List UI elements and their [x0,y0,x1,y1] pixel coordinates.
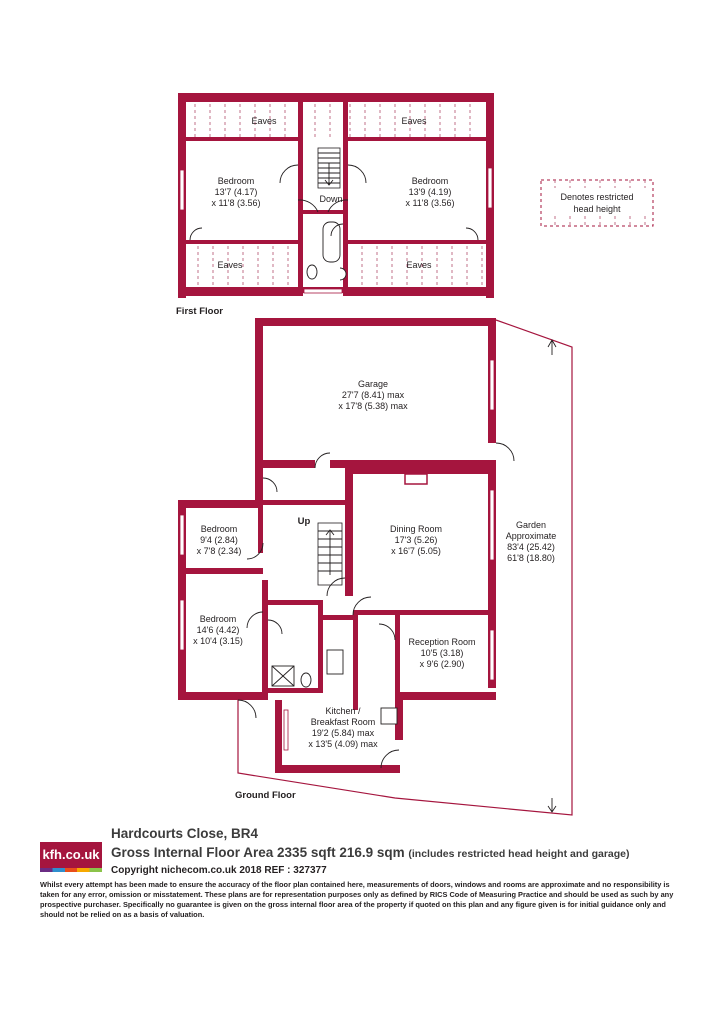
restricted-height-legend: Denotes restricted head height [540,179,654,227]
garden-outline [237,319,573,816]
disclaimer: Whilst every attempt has been made to en… [40,880,674,919]
room-dim: x 17'8 (5.38) max [338,401,408,411]
eaves-label: Eaves [251,116,277,126]
logo-text: kfh.co.uk [42,847,100,862]
room-dim: 13'9 (4.19) [409,187,452,197]
eaves-label: Eaves [217,260,243,270]
logo-stripes [40,868,102,872]
floor-label: First Floor [176,306,223,317]
stairs-first-floor [317,147,341,189]
property-address: Hardcourts Close, BR4 [111,826,259,841]
eaves-label: Eaves [406,260,432,270]
sink-icon [326,649,344,675]
room-name: Garden [516,520,546,530]
bath-icon [322,221,341,263]
dimension-arrow [547,798,557,813]
floor-area-main: Gross Internal Floor Area 2335 sqft 216.… [111,845,405,860]
dimension-arrow [547,339,557,355]
eaves-label: Eaves [401,116,427,126]
eaves-hatching [194,104,483,285]
ground-floor: Garage 27'7 (8.41) max x 17'8 (5.38) max… [178,318,573,816]
room-dim: x 11'8 (3.56) [405,198,454,208]
room-name: Bedroom [201,524,238,534]
toilet-icon [306,264,318,280]
room-dim: x 9'6 (2.90) [420,659,465,669]
room-name: Dining Room [390,524,442,534]
room-dim: 13'7 (4.17) [215,187,258,197]
room-name: Bedroom [412,176,449,186]
room-name: Bedroom [218,176,255,186]
room-name: Bedroom [200,614,237,624]
room-dim: 14'6 (4.42) [197,625,240,635]
floor-label: Ground Floor [235,790,296,801]
room-dim: x 7'8 (2.34) [197,546,242,556]
room-dim: 9'4 (2.84) [200,535,238,545]
stairs-label: Up [298,516,311,527]
floor-plan: Eaves Eaves Eaves Eaves Bedroom 13'7 (4.… [176,93,654,816]
room-dim: 17'3 (5.26) [395,535,438,545]
room-dim: x 16'7 (5.05) [391,546,441,556]
room-name: Approximate [506,531,557,541]
room-name: Kitchen / [325,706,361,716]
kfh-logo: kfh.co.uk [40,842,102,872]
floor-area-note: (includes restricted head height and gar… [408,848,630,860]
basin-icon [339,267,347,281]
toilet-icon [300,672,312,688]
room-name: Reception Room [408,637,475,647]
floor-area: Gross Internal Floor Area 2335 sqft 216.… [111,845,630,860]
room-dim: 19'2 (5.84) max [312,728,375,738]
room-name: Breakfast Room [311,717,376,727]
legend-text: Denotes restricted [560,192,633,202]
room-name: Garage [358,379,388,389]
copyright: Copyright nichecom.co.uk 2018 REF : 3273… [111,865,327,876]
stairs-ground-floor [317,522,343,586]
room-dim: 83'4 (25.42) [507,542,555,552]
room-dim: 27'7 (8.41) max [342,390,405,400]
stairs-label: Down [319,194,342,204]
legend-text: head height [573,204,621,214]
room-dim: 61'8 (18.80) [507,553,555,563]
room-dim: x 11'8 (3.56) [211,198,260,208]
cooker-icon [380,707,398,725]
room-dim: x 10'4 (3.15) [193,636,243,646]
first-floor: Eaves Eaves Eaves Eaves Bedroom 13'7 (4.… [178,93,494,298]
room-dim: 10'5 (3.18) [421,648,464,658]
room-dim: x 13'5 (4.09) max [308,739,378,749]
